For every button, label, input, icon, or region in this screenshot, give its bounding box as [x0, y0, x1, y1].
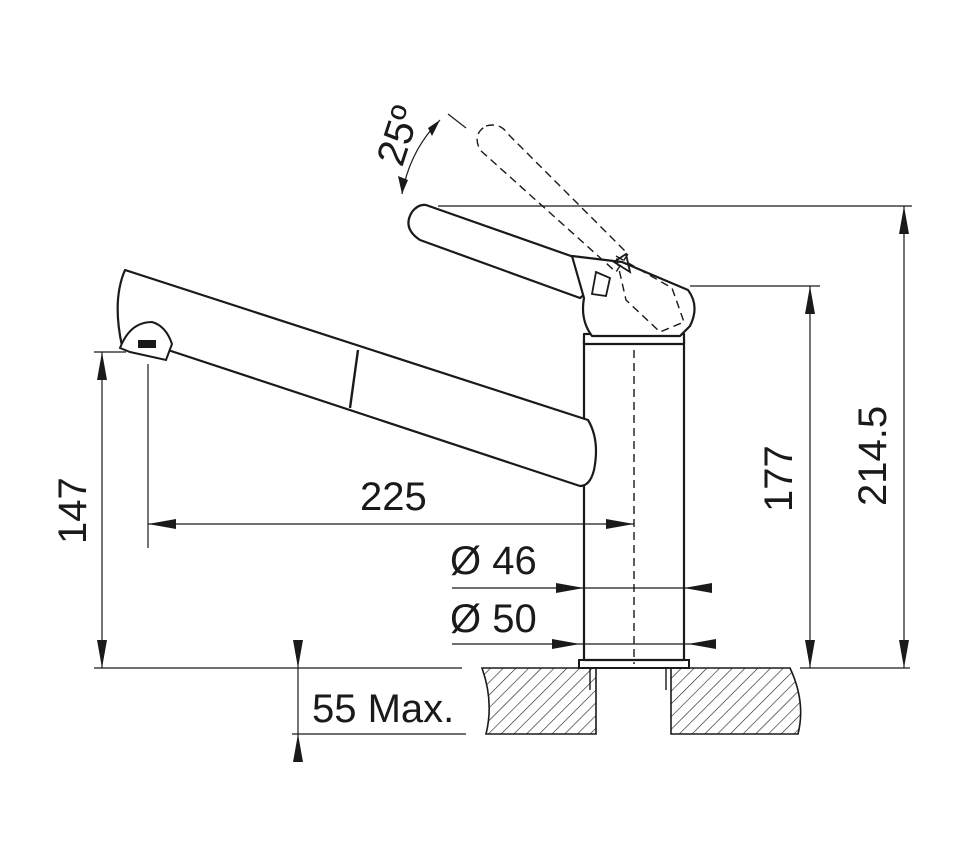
height-left-arrow-top — [97, 352, 107, 380]
height-left-label: 147 — [51, 477, 95, 544]
height-body-label: 177 — [757, 445, 801, 512]
angle-arrow-lower — [398, 176, 408, 194]
height-left-dimension: 147 — [51, 351, 126, 668]
height-body-arrow-top — [805, 286, 815, 314]
diameter-outer-arrow-left — [552, 639, 580, 649]
lever-handle-closed — [407, 203, 602, 300]
diameter-inner-label: Ø 46 — [450, 539, 537, 583]
diameter-outer-dimension: Ø 50 — [450, 597, 716, 649]
height-body-dimension: 177 — [690, 285, 820, 668]
mount-thickness-dimension: 55 Max. — [292, 640, 466, 762]
height-left-arrow-bottom — [97, 640, 107, 668]
mount-thickness-arrow-top — [293, 640, 303, 668]
angle-arrow-upper — [428, 120, 440, 136]
diameter-outer-arrow-right — [688, 639, 716, 649]
diameter-inner-dimension: Ø 46 — [450, 539, 712, 593]
lever-open-ghost — [476, 124, 685, 333]
angle-dimension: 25º — [369, 101, 467, 195]
reach-arrow-right — [606, 519, 634, 529]
height-total-arrow-top — [899, 206, 909, 234]
mount-thickness-label: 55 Max. — [312, 687, 454, 731]
lever-hub — [570, 254, 696, 338]
height-total-dimension: 214.5 — [438, 205, 912, 668]
faucet-spout — [116, 268, 598, 488]
mount-thickness-arrow-bottom — [293, 734, 303, 762]
reach-dimension: 225 — [147, 364, 634, 548]
height-body-arrow-bottom — [805, 640, 815, 668]
aerator-tip — [138, 340, 156, 348]
lever-handle-open — [476, 124, 629, 274]
diameter-outer-label: Ø 50 — [450, 597, 537, 641]
lever-closed — [407, 203, 696, 338]
angle-extension-line-upper — [447, 113, 467, 129]
spout-body — [116, 268, 598, 488]
reach-arrow-left — [148, 519, 176, 529]
height-total-label: 214.5 — [851, 406, 895, 506]
countertop — [480, 659, 802, 735]
countertop-left-section — [480, 667, 597, 735]
spout-joint-line — [348, 349, 360, 409]
reach-label: 225 — [360, 475, 427, 519]
angle-label: 25º — [369, 101, 429, 171]
diameter-inner-arrow-right — [684, 583, 712, 593]
countertop-right-section — [670, 667, 802, 735]
diameter-inner-arrow-left — [556, 583, 584, 593]
lever-hub-open — [614, 254, 685, 333]
height-total-arrow-bottom — [899, 640, 909, 668]
